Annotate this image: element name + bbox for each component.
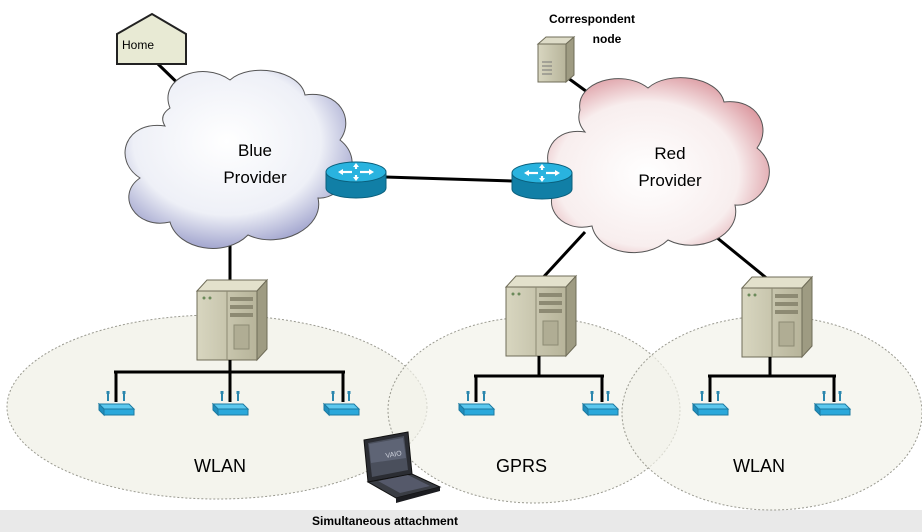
correspondent-label-line1: Correspondent [548,12,635,26]
correspondent-node-label: Correspondent node [530,9,654,49]
caption-label: Simultaneous attachment [311,514,459,528]
network-label-wlan-right: WLAN [733,456,786,476]
red-provider-label: Red Provider [620,140,720,194]
link-red-server-gprs [536,230,587,285]
caption-band [0,510,922,532]
blue-provider-line2: Provider [223,168,287,187]
router-icon-blue [324,160,388,200]
laptop-icon: VAIO [363,431,442,503]
server-icon-wlan-right [741,276,813,358]
laptop-brand-label: VAIO [385,450,403,460]
home-icon [116,12,187,65]
router-icon-red [510,161,574,201]
blue-provider-label: Blue Provider [205,137,305,191]
home-label: Home [122,38,155,52]
link-red-server-wlan [709,230,776,287]
blue-provider-cloud [124,69,353,249]
correspondent-label-line2: node [592,32,622,46]
blue-provider-line1: Blue [237,141,273,160]
red-provider-line1: Red [654,144,686,163]
server-icon-wlan-left [196,279,268,361]
link-router-router [384,175,514,183]
server-icon-gprs [505,275,577,357]
correspondent-node-icon [536,35,576,84]
bus-lines [114,356,836,402]
network-label-wlan-left: WLAN [194,456,247,476]
red-provider-line2: Provider [638,171,702,190]
network-label-gprs: GPRS [496,456,548,476]
